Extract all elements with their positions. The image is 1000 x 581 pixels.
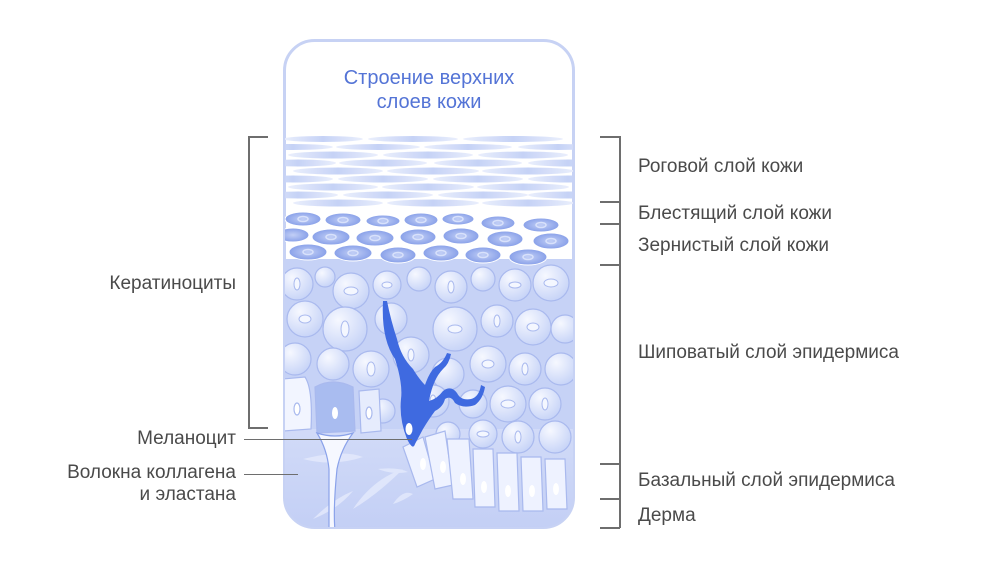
layers-bracket-vertical	[619, 136, 621, 528]
tick-dermis-bottom	[600, 527, 620, 529]
tick-basale-top	[600, 463, 620, 465]
stratum-corneum-cells	[285, 136, 573, 207]
tick-granulosum-top	[600, 223, 620, 225]
label-stratum-basale: Базальный слой эпидермиса	[638, 470, 895, 491]
label-stratum-granulosum: Зернистый слой кожи	[638, 235, 829, 256]
skin-layers-illustration	[283, 39, 575, 529]
tick-dermis-top	[600, 498, 620, 500]
collagen-leader-line	[244, 474, 298, 476]
label-dermis: Дерма	[638, 505, 696, 526]
diagram-title: Строение верхних слоев кожи	[343, 67, 515, 113]
stratum-granulosum-cells	[285, 211, 570, 266]
tick-spinosum-top	[600, 264, 620, 266]
basal-cells-right	[402, 430, 568, 512]
melanocyte-cell	[382, 301, 485, 447]
label-stratum-corneum: Роговой слой кожи	[638, 156, 804, 177]
label-melanocyte: Меланоцит	[137, 428, 236, 449]
keratinocytes-bracket-vertical	[248, 136, 250, 428]
label-collagen-fibers: Волокна коллагена и эластана	[67, 462, 236, 505]
tick-corneum-top	[600, 136, 620, 138]
keratinocytes-bracket-top	[248, 136, 268, 138]
label-stratum-lucidum: Блестящий слой кожи	[638, 203, 832, 224]
label-keratinocytes: Кератиноциты	[109, 273, 236, 294]
keratinocytes-bracket-bottom	[248, 427, 268, 429]
tick-lucidum-top	[600, 201, 620, 203]
basal-cells-left	[285, 376, 382, 434]
collagen-fibers	[303, 453, 413, 519]
label-stratum-spinosum: Шиповатый слой эпидермиса	[638, 342, 899, 363]
melanocyte-leader-line	[244, 439, 412, 441]
